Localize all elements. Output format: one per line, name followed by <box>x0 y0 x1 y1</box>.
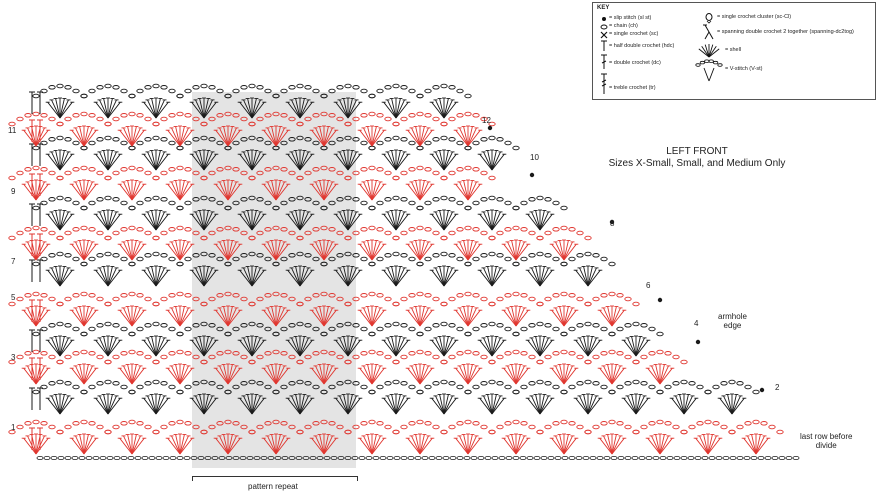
double-crochet-icon <box>601 54 607 69</box>
row-number-7: 7 <box>11 257 16 266</box>
row-number-11: 11 <box>8 126 17 135</box>
row-number-6: 6 <box>646 281 651 290</box>
key-v-stitch: = V-stitch (V-st) <box>725 66 763 72</box>
row-number-5: 5 <box>11 293 16 302</box>
key-heading: KEY <box>597 5 610 11</box>
spanning-dc2tog-icon <box>703 24 714 40</box>
pattern-repeat-bracket <box>192 476 358 481</box>
shell-icon <box>698 44 720 58</box>
slip-stitch-icon <box>602 17 606 21</box>
row-number-1: 1 <box>11 423 16 432</box>
key-single-crochet: = single crochet (sc) <box>609 31 659 37</box>
row-number-10: 10 <box>530 153 539 162</box>
key-double-crochet: = double crochet (dc) <box>609 60 661 66</box>
stitch-rows <box>8 83 800 460</box>
v-stitch-icon <box>695 59 723 82</box>
last-row-label: last row before divide <box>800 432 853 450</box>
chain-icon <box>600 24 608 30</box>
row-number-9: 9 <box>11 187 16 196</box>
chart-subtitle: Sizes X-Small, Small, and Medium Only <box>608 158 786 169</box>
row-number-2: 2 <box>775 383 780 392</box>
single-crochet-cluster-icon <box>705 13 713 24</box>
stitch-key: KEY = slip stitch (sl st) = chain (ch) =… <box>592 2 876 100</box>
pattern-repeat-label: pattern repeat <box>248 482 298 491</box>
key-treble-crochet: = treble crochet (tr) <box>609 85 656 91</box>
key-shell: = shell <box>725 47 742 53</box>
key-spanning-dc2tog: = spanning double crochet 2 together (sp… <box>717 29 854 35</box>
key-half-double-crochet: = half double crochet (hdc) <box>609 43 675 49</box>
key-chain: = chain (ch) <box>609 23 638 29</box>
pattern-repeat-shading <box>192 92 356 468</box>
treble-crochet-icon <box>601 73 607 94</box>
row-number-8: 8 <box>610 219 615 228</box>
chart-title: LEFT FRONT <box>666 146 728 157</box>
armhole-edge-label: armhole edge <box>718 312 747 330</box>
key-single-crochet-cluster: = single crochet cluster (sc-Cl) <box>717 14 792 20</box>
row-number-12: 12 <box>482 116 491 125</box>
half-double-crochet-icon <box>601 40 607 51</box>
row-number-3: 3 <box>11 353 16 362</box>
single-crochet-icon <box>600 31 608 39</box>
key-slip-stitch: = slip stitch (sl st) <box>609 15 652 21</box>
row-number-4: 4 <box>694 319 699 328</box>
